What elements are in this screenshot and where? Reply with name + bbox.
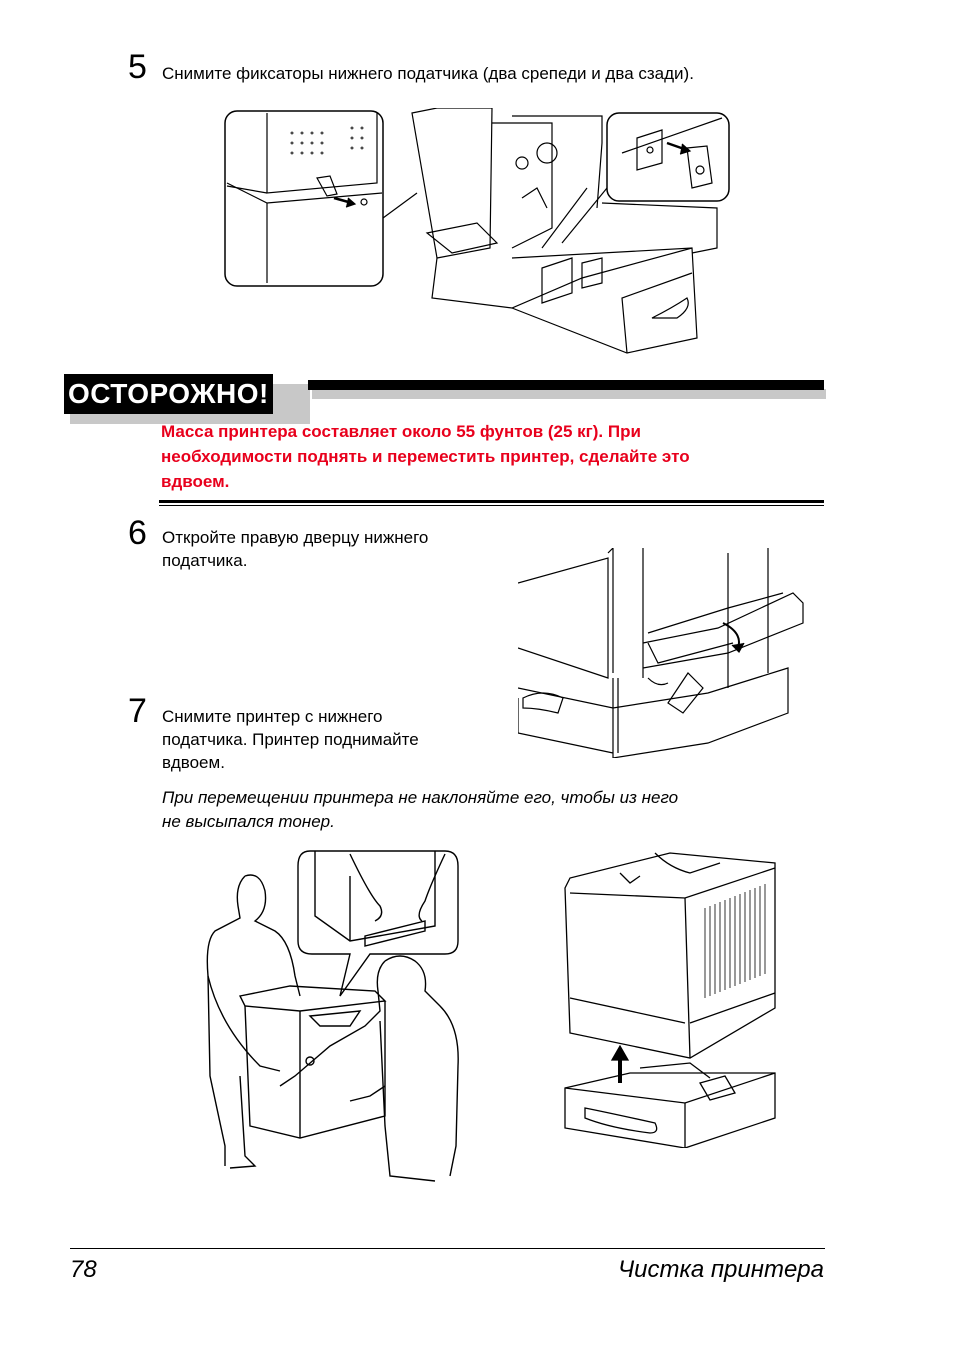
caution-bar-shadow <box>312 389 826 399</box>
page-number: 78 <box>70 1256 97 1283</box>
step-5-number: 5 <box>128 48 147 86</box>
grip-closeup-inset <box>298 851 458 996</box>
chapter-title: Чистка принтера <box>618 1256 824 1283</box>
caution-line: вдвоем. <box>161 472 230 491</box>
caution-rule <box>159 500 824 503</box>
open-right-door-illustration <box>518 548 808 758</box>
remove-lower-feeder-fasteners-illustration <box>222 108 732 358</box>
toner-note: При перемещении принтера не наклоняйте е… <box>162 788 679 831</box>
fastener-closeup-inset <box>225 111 383 286</box>
step-5-text: Снимите фиксаторы нижнего податчика (два… <box>162 64 694 83</box>
caution-title: ОСТОРОЖНО! <box>64 374 273 414</box>
caution-bar <box>308 380 824 390</box>
step-7-text: Снимите принтер с нижнего податчика. При… <box>162 707 419 772</box>
footer-rule <box>70 1248 825 1249</box>
step-7-number: 7 <box>128 692 147 730</box>
step-6-number: 6 <box>128 514 147 552</box>
caution-line: Масса принтера составляет около 55 фунто… <box>161 422 641 441</box>
printer-lifted-off-feeder-illustration <box>560 848 785 1148</box>
caution-line: необходимости поднять и переместить прин… <box>161 447 690 466</box>
step-6-text: Откройте правую дверцу нижнего податчика… <box>162 528 429 570</box>
rear-fastener-inset <box>607 113 729 201</box>
two-people-lifting-printer-illustration <box>200 846 460 1186</box>
caution-rule <box>159 505 824 506</box>
caution-text: Масса принтера составляет около 55 фунто… <box>161 419 821 494</box>
